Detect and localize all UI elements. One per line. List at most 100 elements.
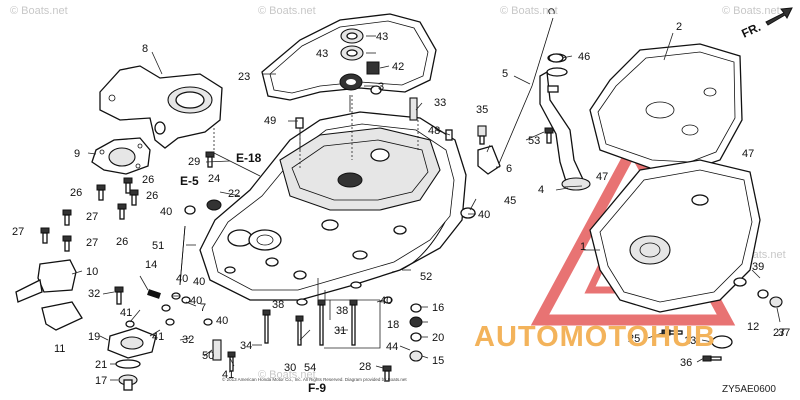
bolt-part[interactable] — [96, 184, 106, 201]
oil-pan-part[interactable] — [589, 159, 761, 313]
callout[interactable]: 26 — [70, 187, 82, 199]
callout[interactable]: 32 — [182, 334, 194, 346]
callout[interactable]: 33 — [434, 97, 446, 109]
section-ref-f9[interactable]: F-9 — [308, 381, 326, 395]
sensor-6-part[interactable] — [477, 145, 501, 175]
washer-part[interactable] — [296, 298, 308, 306]
callout[interactable]: 16 — [432, 302, 444, 314]
callout[interactable]: 21 — [95, 359, 107, 371]
callout[interactable]: 45 — [504, 195, 516, 207]
bolt-part[interactable] — [129, 189, 139, 206]
oil-pan-gasket-part[interactable] — [589, 43, 743, 171]
callout[interactable]: 37 — [778, 327, 790, 339]
section-ref-e5[interactable]: E-5 — [180, 174, 199, 188]
bolt-part[interactable] — [212, 339, 222, 361]
callout[interactable]: 43 — [376, 31, 388, 43]
callout[interactable]: 20 — [432, 332, 444, 344]
bolt-part[interactable] — [62, 235, 72, 252]
callout[interactable]: 2 — [676, 21, 682, 33]
callout[interactable]: 26 — [116, 236, 128, 248]
callout[interactable]: 5 — [502, 68, 508, 80]
callout[interactable]: 35 — [476, 104, 488, 116]
callout[interactable]: 47 — [742, 148, 754, 160]
washer-part[interactable] — [548, 53, 564, 63]
callout[interactable]: 52 — [420, 271, 432, 283]
callout[interactable]: 18 — [387, 319, 399, 331]
bolt-part[interactable] — [547, 85, 559, 93]
callout[interactable]: 26 — [146, 190, 158, 202]
callout[interactable]: 36 — [680, 357, 692, 369]
callout[interactable]: 27 — [86, 237, 98, 249]
callout[interactable]: 1 — [580, 241, 586, 253]
washer-part[interactable] — [410, 332, 422, 342]
callout[interactable]: 23 — [238, 71, 250, 83]
callout[interactable]: 44 — [386, 341, 398, 353]
callout[interactable]: 40 — [193, 276, 205, 288]
callout[interactable]: 32 — [88, 288, 100, 300]
bolt-part[interactable] — [661, 329, 683, 336]
callout[interactable]: 15 — [432, 355, 444, 367]
callout[interactable]: 17 — [95, 375, 107, 387]
bolt-part[interactable] — [114, 286, 124, 305]
callout[interactable]: 39 — [752, 261, 764, 273]
bolt-part[interactable] — [40, 227, 50, 244]
washer-part[interactable] — [350, 281, 362, 289]
callout[interactable]: 43 — [316, 48, 328, 60]
callout[interactable]: 38 — [272, 299, 284, 311]
water-pump-cover-part[interactable] — [107, 327, 157, 359]
callout[interactable]: 51 — [152, 240, 164, 252]
callout[interactable]: 49 — [264, 115, 276, 127]
callout[interactable]: 40 — [478, 209, 490, 221]
callout[interactable]: 8 — [142, 43, 148, 55]
washer-part[interactable] — [165, 318, 175, 326]
callout[interactable]: 14 — [145, 259, 157, 271]
washer-part[interactable] — [184, 205, 196, 215]
callout[interactable]: 27 — [86, 211, 98, 223]
callout[interactable]: 13 — [684, 335, 696, 347]
gasket-11-part[interactable] — [41, 301, 83, 331]
callout[interactable]: 31 — [334, 325, 346, 337]
bolt-part[interactable] — [477, 125, 487, 145]
callout[interactable]: 26 — [142, 174, 154, 186]
washer-part[interactable] — [206, 199, 222, 211]
washer-part[interactable] — [409, 316, 423, 328]
dipstick-part[interactable] — [497, 8, 555, 167]
callout[interactable]: 47 — [596, 171, 608, 183]
callout[interactable]: 29 — [188, 156, 200, 168]
callout[interactable]: 53 — [528, 135, 540, 147]
bolt-part[interactable] — [117, 203, 127, 220]
callout[interactable]: 12 — [747, 321, 759, 333]
bolt-part[interactable] — [349, 299, 358, 346]
bolt-part[interactable] — [382, 365, 392, 382]
hose-14-part[interactable] — [147, 289, 161, 299]
plate-gasket-part[interactable] — [91, 137, 151, 175]
o-ring-21-part[interactable] — [115, 359, 141, 369]
bolt-part[interactable] — [123, 177, 133, 194]
dipstick-guide-part[interactable] — [539, 53, 591, 191]
washer-part[interactable] — [757, 289, 769, 299]
callout[interactable]: 40 — [190, 295, 202, 307]
callout[interactable]: 46 — [578, 51, 590, 63]
bolt-part[interactable] — [544, 127, 554, 144]
callout[interactable]: 48 — [428, 125, 440, 137]
callout[interactable]: 27 — [773, 327, 785, 339]
callout[interactable]: 41 — [120, 307, 132, 319]
callout[interactable]: 42 — [392, 61, 404, 73]
callout[interactable]: 50 — [202, 350, 214, 362]
callout[interactable]: 4 — [538, 184, 544, 196]
callout[interactable]: 40 — [380, 295, 392, 307]
washer-part[interactable] — [161, 304, 171, 312]
fitting-10-part[interactable] — [15, 259, 77, 303]
callout[interactable]: 11 — [54, 343, 65, 355]
washer-part[interactable] — [181, 296, 191, 304]
callout[interactable]: 30 — [284, 362, 296, 374]
section-ref-e18[interactable]: E-18 — [236, 151, 262, 165]
callout[interactable]: 40 — [160, 206, 172, 218]
callout[interactable]: 7 — [200, 302, 206, 314]
callout[interactable]: 24 — [208, 173, 220, 185]
seal-part[interactable] — [366, 61, 380, 75]
callout[interactable]: 41 — [152, 331, 164, 343]
callout[interactable]: 40 — [216, 315, 228, 327]
callout[interactable]: 40 — [176, 273, 188, 285]
bolt-part[interactable] — [702, 355, 722, 362]
